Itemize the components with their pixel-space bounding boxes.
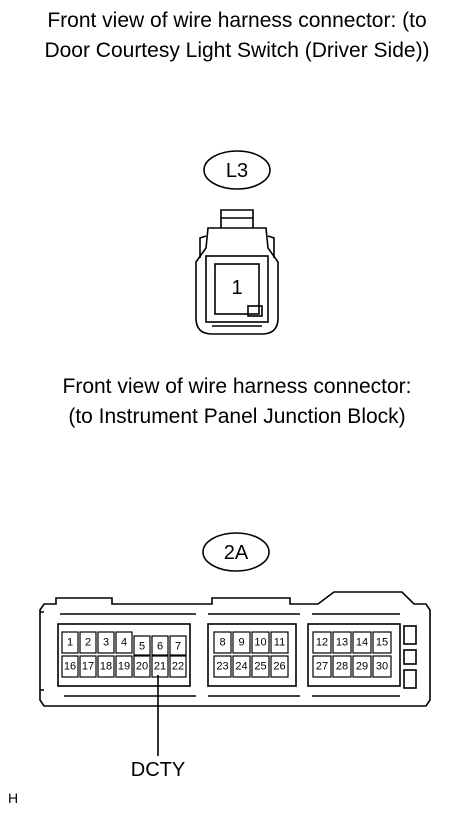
connector-2a [39,532,431,756]
pin-cell-21 [151,655,169,678]
pin-cell-13 [332,631,352,654]
pin-cell-30 [372,655,392,678]
bottom-caption-line1: Front view of wire harness connector: [62,375,412,398]
pin-label-18: 18 [100,661,112,673]
pin-cell-25 [251,655,270,678]
pin-label-6: 6 [157,641,163,653]
pin-label-9: 9 [238,637,244,649]
dcty-callout-label: DCTY [131,759,185,781]
pin-cell-14 [352,631,372,654]
pin-label-5: 5 [139,641,145,653]
pin-cell-26 [270,655,289,678]
pin-cell-5 [133,635,151,656]
connector-l3-lock-tab [220,209,254,228]
pin-label-25: 25 [254,661,266,673]
pin-cell-17 [79,655,97,678]
pin-cell-6 [151,635,169,656]
connector-2a-block3 [307,623,401,687]
connector-l3-key [247,305,263,317]
bottom-caption-line2: (to Instrument Panel Junction Block) [68,405,406,428]
connector-2a-key-top [403,625,417,645]
corner-mark: H [8,790,19,806]
top-caption-line2: Door Courtesy Light Switch (Driver Side)… [44,39,430,62]
pin-label-11: 11 [274,637,285,649]
connector-2a-block2 [207,623,297,687]
pin-cell-3 [97,631,115,654]
pin-label-1: 1 [67,637,73,649]
pin-cell-20 [133,655,151,678]
pin-cell-2 [79,631,97,654]
pin-label-23: 23 [216,661,228,673]
connector-l3-label-ellipse [203,150,271,190]
connector-l3-pin-1: 1 [231,277,242,299]
pin-cell-8 [213,631,232,654]
pin-label-21: 21 [154,661,166,673]
pin-label-17: 17 [82,661,94,673]
top-caption: Front view of wire harness connector: (t… [0,6,474,66]
bottom-caption: Front view of wire harness connector: (t… [0,372,474,432]
pin-label-3: 3 [103,637,109,649]
pin-label-28: 28 [336,661,348,673]
pin-label-24: 24 [235,661,247,673]
connector-2a-housing [39,591,431,707]
pin-cell-22 [169,655,187,678]
pin-label-22: 22 [172,661,184,673]
pin-cell-19 [115,655,133,678]
connector-l3-inner-frame [205,255,269,323]
pin-cell-29 [352,655,372,678]
pin-label-8: 8 [219,637,225,649]
pin-label-7: 7 [175,641,181,653]
pin-label-2: 2 [85,637,91,649]
pin-cell-27 [312,655,332,678]
pin-cell-12 [312,631,332,654]
pin-label-15: 15 [376,637,388,649]
pin-cell-28 [332,655,352,678]
pin-label-10: 10 [254,637,266,649]
pin-cell-10 [251,631,270,654]
pin-label-16: 16 [64,661,76,673]
top-caption-line1: Front view of wire harness connector: (t… [47,9,427,32]
pin-label-14: 14 [356,637,368,649]
pin-label-29: 29 [356,661,368,673]
pin-cell-1 [61,631,79,654]
connector-2a-label-ellipse [202,532,270,572]
pin-cell-18 [97,655,115,678]
connector-l3-cavity [214,263,260,315]
pin-label-4: 4 [121,637,127,649]
connector-2a-label: 2A [224,542,249,564]
connector-2a-block1 [57,623,191,687]
connector-2a-key-mid [403,649,417,665]
pin-cell-24 [232,655,251,678]
pin-label-27: 27 [316,661,328,673]
pin-cell-15 [372,631,392,654]
pin-cell-23 [213,655,232,678]
pin-label-20: 20 [136,661,148,673]
connector-2a-key-bottom [403,669,417,689]
connector-l3-label: L3 [226,160,248,182]
pin-label-30: 30 [376,661,388,673]
pin-cell-7 [169,635,187,656]
pin-label-26: 26 [273,661,285,673]
pin-label-19: 19 [118,661,130,673]
pin-label-12: 12 [316,637,328,649]
connector-l3-body [195,227,279,335]
pin-label-13: 13 [336,637,348,649]
connector-l3 [195,150,279,335]
pin-cell-11 [270,631,289,654]
pin-cell-4 [115,631,133,654]
pin-cell-9 [232,631,251,654]
pin-cell-16 [61,655,79,678]
